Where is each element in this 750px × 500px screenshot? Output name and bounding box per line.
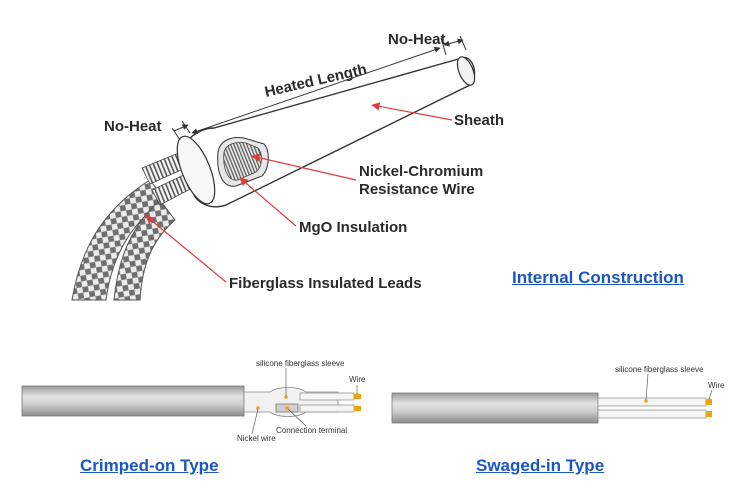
terminal-marker bbox=[285, 406, 289, 410]
label-resistance-wire-line1: Nickel-Chromium bbox=[359, 163, 483, 180]
dimension-lines bbox=[171, 35, 467, 141]
swaged-label-wire: Wire bbox=[708, 381, 725, 390]
crimped-leaders bbox=[251, 368, 358, 435]
crimped-label-nickel-wire: Nickel wire bbox=[237, 434, 276, 443]
crimped-wire-bottom bbox=[299, 404, 355, 413]
swaged-sleeve-marker bbox=[644, 399, 648, 403]
crimped-on-diagram: silicone fiberglass sleeve Wire Connecti… bbox=[21, 359, 366, 443]
swaged-wire-tip-top bbox=[706, 399, 712, 405]
crimped-label-sleeve: silicone fiberglass sleeve bbox=[256, 359, 345, 368]
crimped-wire-tip-bottom bbox=[354, 406, 361, 411]
crimped-sheath-tube bbox=[21, 385, 245, 417]
wire-marker bbox=[355, 393, 359, 397]
swaged-wire-tip-bottom bbox=[706, 411, 712, 417]
sheath-open-end bbox=[176, 135, 216, 205]
label-sheath: Sheath bbox=[454, 112, 504, 129]
swaged-wire-marker bbox=[707, 398, 711, 402]
leader-arrows bbox=[145, 102, 453, 283]
swaged-label-sleeve: silicone fiberglass sleeve bbox=[615, 365, 704, 374]
swaged-sheath-tube bbox=[391, 392, 599, 424]
title-internal-construction: Internal Construction bbox=[512, 268, 684, 287]
crimped-label-terminal: Connection terminal bbox=[276, 426, 347, 435]
sheath-end-cap bbox=[456, 56, 476, 86]
nickel-wire-marker bbox=[256, 406, 260, 410]
swaged-in-diagram: silicone fiberglass sleeve Wire bbox=[391, 365, 725, 424]
label-mgo-insulation: MgO Insulation bbox=[299, 219, 407, 236]
internal-construction-diagram: No-Heat Heated Length No-Heat Sheath Nic… bbox=[71, 31, 504, 301]
label-no-heat-right: No-Heat bbox=[388, 31, 446, 48]
title-swaged-in: Swaged-in Type bbox=[476, 456, 605, 475]
crimped-wire-top bbox=[299, 392, 355, 401]
label-no-heat-left: No-Heat bbox=[104, 118, 162, 135]
resistance-coil bbox=[223, 142, 262, 181]
crimped-label-wire: Wire bbox=[349, 375, 366, 384]
swaged-wire-bottom bbox=[597, 409, 707, 419]
braided-lead-inner bbox=[113, 199, 176, 301]
swaged-leaders bbox=[645, 373, 713, 401]
label-fiberglass-leads: Fiberglass Insulated Leads bbox=[229, 275, 422, 292]
label-resistance-wire-line2: Resistance Wire bbox=[359, 181, 475, 198]
swaged-wire-top bbox=[597, 397, 707, 407]
sleeve-marker bbox=[284, 395, 288, 399]
title-crimped-on: Crimped-on Type bbox=[80, 456, 219, 475]
